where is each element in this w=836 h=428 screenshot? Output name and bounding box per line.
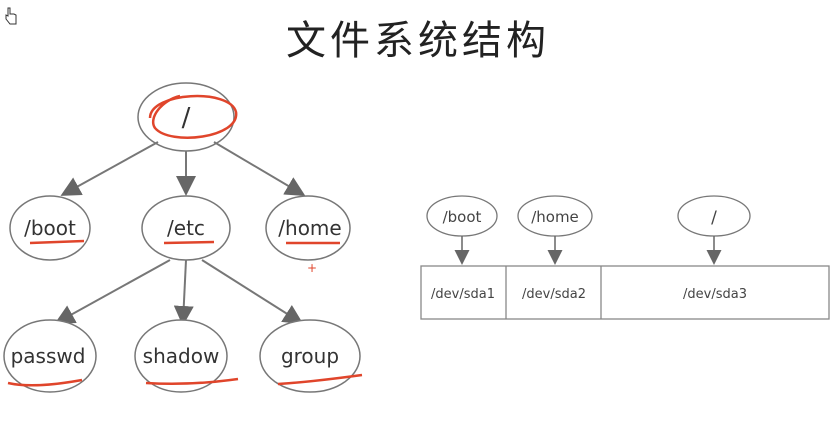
svg-text:shadow: shadow xyxy=(143,344,220,368)
node-group: group xyxy=(259,319,361,393)
partition-sda2: /dev/sda2 xyxy=(522,287,586,302)
passwd-underline-annotation xyxy=(7,378,83,387)
node-shadow: shadow xyxy=(134,319,228,393)
etc-underline-annotation xyxy=(163,240,215,245)
shadow-underline-annotation xyxy=(145,377,239,386)
mount-boot: /boot xyxy=(426,195,498,237)
svg-text:/: / xyxy=(711,208,717,228)
page-title: 文件系统结构 xyxy=(286,18,550,64)
mount-root: / xyxy=(677,195,751,237)
svg-text:/etc: /etc xyxy=(167,216,205,240)
edge-root-home xyxy=(213,141,306,197)
partition-sda3: /dev/sda3 xyxy=(683,287,747,302)
tree-root-node: / xyxy=(137,82,235,152)
hand-cursor-icon xyxy=(4,6,18,30)
partition-sda1: /dev/sda1 xyxy=(431,287,495,302)
disk-partition-bar: /dev/sda1 /dev/sda2 /dev/sda3 xyxy=(420,265,830,320)
boot-underline-annotation xyxy=(29,239,85,245)
svg-text:group: group xyxy=(281,344,339,368)
plus-mark: + xyxy=(307,261,317,275)
group-underline-annotation xyxy=(277,373,363,386)
node-passwd: passwd xyxy=(3,319,97,393)
node-etc: /etc xyxy=(141,195,231,261)
edge-etc-passwd xyxy=(54,259,171,324)
edge-etc-shadow xyxy=(173,259,194,326)
root-label: / xyxy=(182,103,191,133)
node-boot: /boot xyxy=(9,195,91,261)
svg-text:/home: /home xyxy=(531,208,579,226)
svg-text:/home: /home xyxy=(278,216,341,240)
root-circle-annotation xyxy=(148,94,238,139)
svg-text:/boot: /boot xyxy=(443,208,482,226)
svg-text:/boot: /boot xyxy=(24,216,76,240)
svg-text:passwd: passwd xyxy=(11,344,86,368)
edge-etc-group xyxy=(201,259,304,325)
edge-root-boot xyxy=(60,141,159,196)
mount-home: /home xyxy=(517,195,593,237)
node-home: /home xyxy=(265,195,351,261)
